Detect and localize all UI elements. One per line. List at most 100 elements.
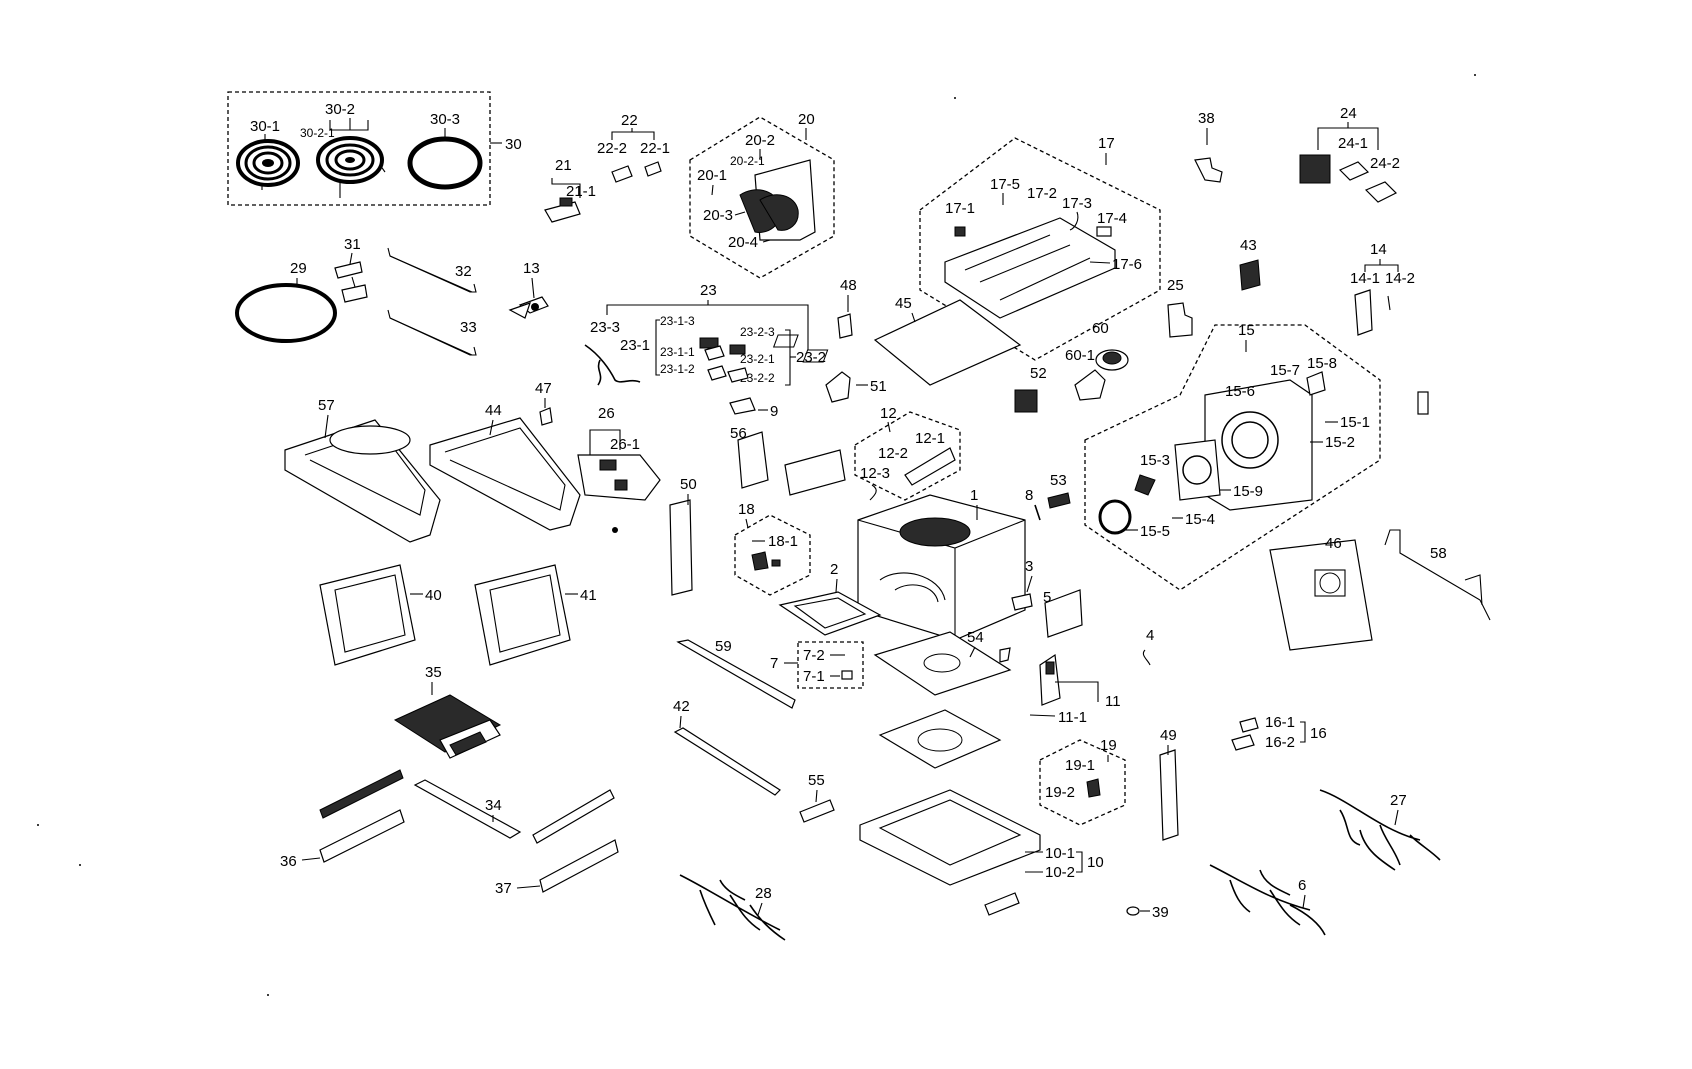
part-57-frame: 57 <box>284 397 441 543</box>
label-53: 53 <box>1050 472 1067 489</box>
label-1: 1 <box>970 487 978 504</box>
label-19: 19 <box>1100 737 1117 754</box>
label-17-2: 17-2 <box>1027 185 1057 202</box>
label-2: 2 <box>830 561 838 578</box>
label-20-4: 20-4 <box>728 234 758 251</box>
label-18: 18 <box>738 501 755 518</box>
label-50: 50 <box>680 476 697 493</box>
part-36: 36 <box>280 769 405 870</box>
label-17-6: 17-6 <box>1112 256 1142 273</box>
part-5: 5 <box>1043 589 1083 638</box>
part-4: 4 <box>1142 627 1154 666</box>
label-15-5: 15-5 <box>1140 523 1170 540</box>
group-7: 7 7-2 7-1 <box>770 641 864 689</box>
label-60-1: 60-1 <box>1065 347 1095 364</box>
label-24-2: 24-2 <box>1370 155 1400 172</box>
label-17-5: 17-5 <box>990 176 1020 193</box>
label-15-8: 15-8 <box>1307 355 1337 372</box>
label-31: 31 <box>344 236 361 253</box>
label-30: 30 <box>505 136 522 153</box>
label-22: 22 <box>621 112 638 129</box>
label-41: 41 <box>580 587 597 604</box>
part-31: 31 <box>334 236 368 303</box>
part-50-column: 50 <box>669 476 697 596</box>
part-3: 3 <box>1011 558 1033 611</box>
label-36: 36 <box>280 853 297 870</box>
part-46-panel: 46 <box>1269 535 1373 651</box>
label-47: 47 <box>535 380 552 397</box>
part-13-fan: 13 <box>508 260 549 319</box>
label-17-4: 17-4 <box>1097 210 1127 227</box>
label-7: 7 <box>770 655 778 672</box>
label-17-1: 17-1 <box>945 200 975 217</box>
part-52: 52 <box>1014 365 1047 413</box>
label-7-2: 7-2 <box>803 647 825 664</box>
label-14-2: 14-2 <box>1385 270 1415 287</box>
label-57: 57 <box>318 397 335 414</box>
group-18: 18 18-1 <box>734 501 811 596</box>
label-24: 24 <box>1340 105 1357 122</box>
part-54-tray: 54 <box>873 629 1012 696</box>
part-41-door: 41 <box>474 564 597 666</box>
label-60: 60 <box>1092 320 1109 337</box>
label-11-1: 11-1 <box>1058 709 1087 726</box>
label-15-7: 15-7 <box>1270 362 1300 379</box>
part-small-bracket <box>1417 391 1429 415</box>
part-40-door: 40 <box>319 564 442 666</box>
part-base-plate <box>859 789 1041 886</box>
label-38: 38 <box>1198 110 1215 127</box>
label-17: 17 <box>1098 135 1115 152</box>
group-23: 23 23-3 23-1 23-1-3 23-1-1 23-1-2 23-2-3… <box>584 282 826 420</box>
part-58-rail: 58 <box>1384 529 1491 621</box>
label-23-2-1: 23-2-1 <box>740 352 775 366</box>
label-23-1-2: 23-1-2 <box>660 362 695 376</box>
part-8: 8 <box>1025 487 1041 521</box>
label-26: 26 <box>598 405 615 422</box>
label-12-3: 12-3 <box>860 465 890 482</box>
part-26: 26 26-1 <box>577 405 661 533</box>
harness-27: 27 <box>1319 789 1441 871</box>
label-56: 56 <box>730 425 747 442</box>
label-48: 48 <box>840 277 857 294</box>
label-22-1: 22-1 <box>640 140 670 157</box>
part-45-panel: 45 <box>772 295 1022 386</box>
part-47: 47 <box>535 380 553 426</box>
label-11: 11 <box>1105 693 1121 710</box>
label-20-1: 20-1 <box>697 167 727 184</box>
label-15-3: 15-3 <box>1140 452 1170 469</box>
part-49-column: 49 <box>1159 727 1179 841</box>
label-46: 46 <box>1325 535 1342 552</box>
group-19: 19 19-1 19-2 <box>1039 737 1126 826</box>
label-17-3: 17-3 <box>1062 195 1092 212</box>
label-28: 28 <box>755 885 772 902</box>
label-20-2: 20-2 <box>745 132 775 149</box>
label-44: 44 <box>485 402 502 419</box>
part-38: 38 <box>1194 110 1223 183</box>
part-33-rail: 33 <box>387 309 477 356</box>
group-20: 20 20-2 20-2-1 20-1 20-3 20-4 <box>689 111 835 279</box>
coil-30-1 <box>236 139 300 190</box>
part-59-rail: 59 <box>676 638 796 709</box>
label-30-1: 30-1 <box>250 118 280 135</box>
label-35: 35 <box>425 664 442 681</box>
part-55: 55 <box>799 772 835 823</box>
label-8: 8 <box>1025 487 1033 504</box>
group-10: 10-1 10-2 10 <box>984 845 1104 916</box>
label-12-2: 12-2 <box>878 445 908 462</box>
part-48: 48 <box>837 277 857 339</box>
part-53: 53 <box>1047 472 1071 509</box>
part-11: 11 11-1 <box>1029 653 1121 726</box>
label-23-2-3: 23-2-3 <box>740 325 775 339</box>
part-51: 51 <box>825 371 887 403</box>
label-29: 29 <box>290 260 307 277</box>
group-30-coils: 30 30-1 30-2 30-2-1 30-3 <box>227 91 522 206</box>
label-15-4: 15-4 <box>1185 511 1215 528</box>
label-51: 51 <box>870 378 887 395</box>
label-15-9: 15-9 <box>1233 483 1263 500</box>
label-33: 33 <box>460 319 477 336</box>
group-15: 15 15-6 15-7 15-8 15-1 15-2 15-3 15-9 15… <box>1084 322 1381 591</box>
label-19-2: 19-2 <box>1045 784 1075 801</box>
group-12: 12 12-1 12-2 12-3 <box>854 405 961 501</box>
part-22: 22 22-2 22-1 <box>597 112 670 183</box>
